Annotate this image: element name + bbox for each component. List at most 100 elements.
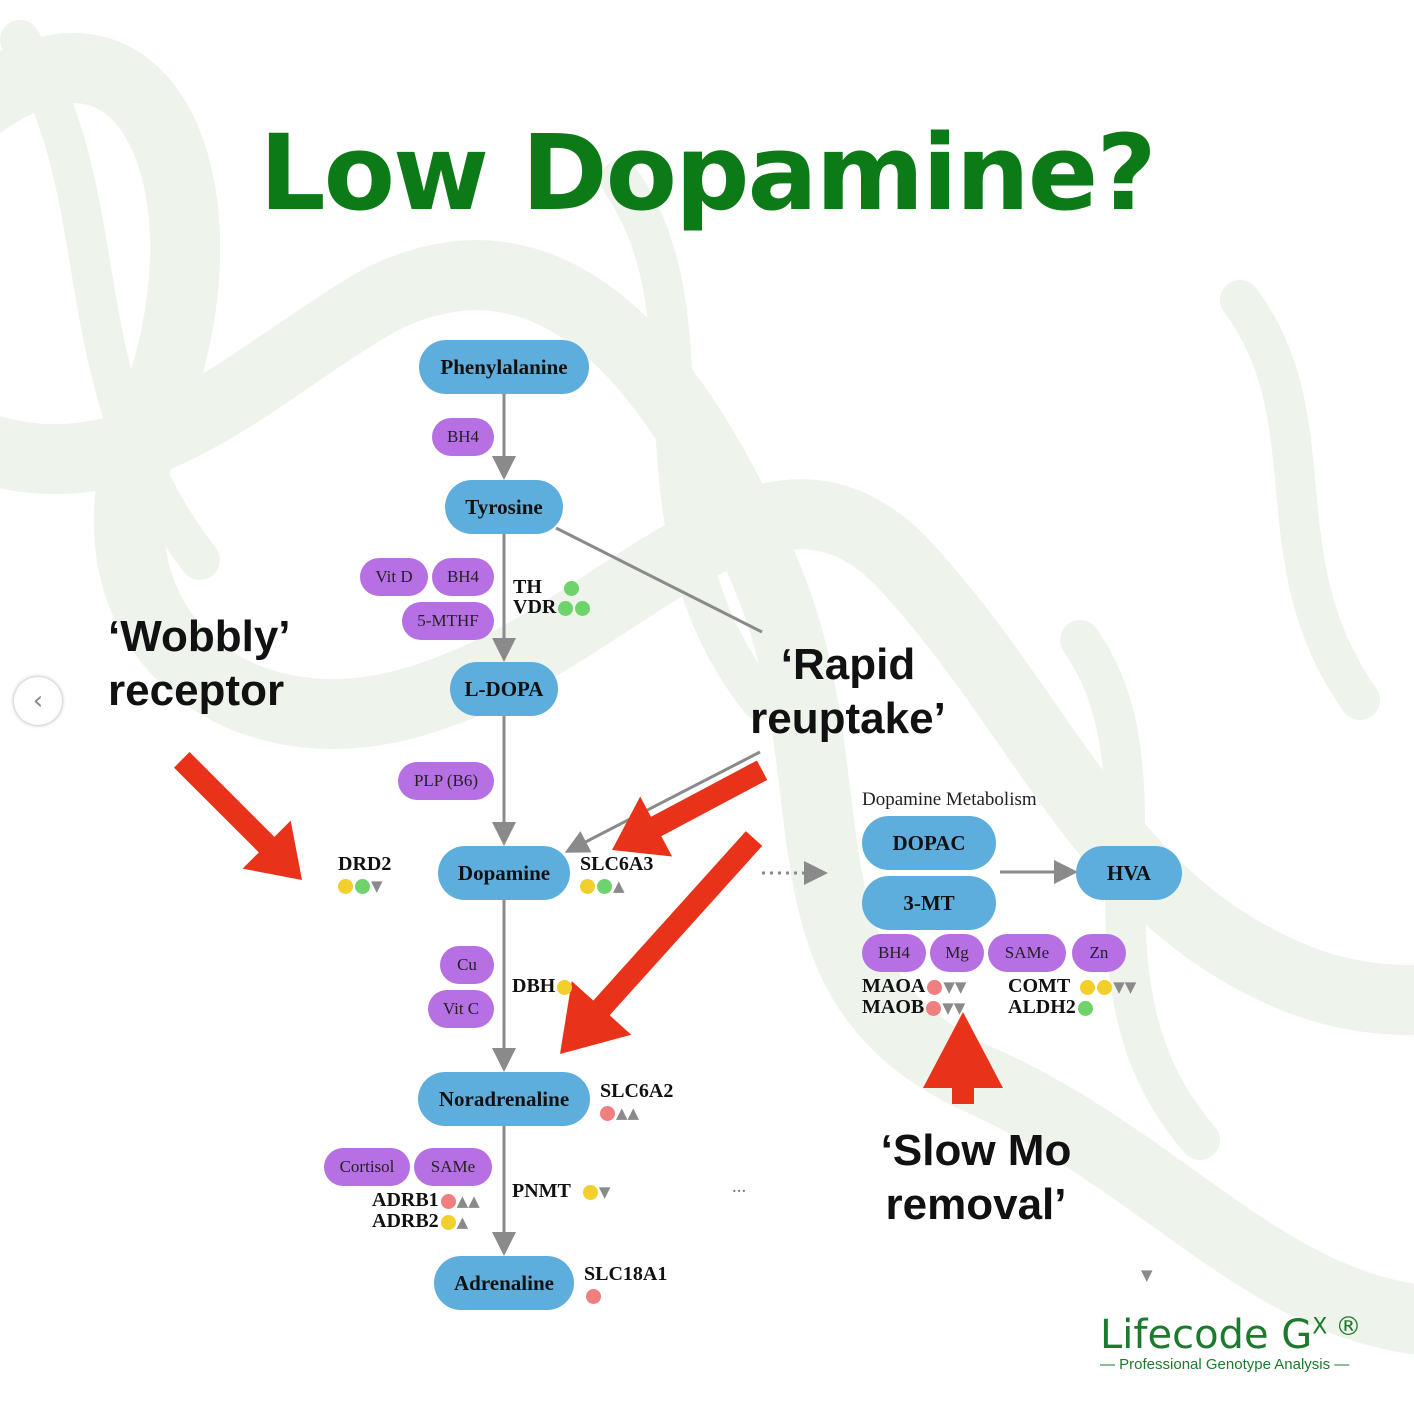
cofactor-5mthf: 5-MTHF (402, 602, 494, 640)
page-title: Low Dopamine? (259, 112, 1156, 234)
callout-line: ‘Wobbly’ (108, 612, 291, 661)
node-hva: HVA (1076, 846, 1182, 900)
gene-label: SLC6A3 (580, 853, 654, 875)
cofactor-same: SAMe (414, 1148, 492, 1186)
triangle-down-icon: ▼▼ (1113, 978, 1137, 997)
node-noradrenaline: Noradrenaline (418, 1072, 590, 1126)
red-dot-marker (927, 979, 943, 995)
red-dot-marker (926, 1000, 942, 1016)
callout-line: ‘Slow Mo (880, 1126, 1072, 1175)
ellipsis-text: ... (732, 1176, 747, 1197)
cofactor-same: SAMe (988, 934, 1066, 972)
triangle-up-icon: ▲▲ (616, 1104, 640, 1123)
cofactor-vitc: Vit C (428, 990, 494, 1028)
gene-label: ALDH2 (1008, 996, 1076, 1018)
cofactor-zn: Zn (1072, 934, 1126, 972)
triangle-down-icon: ▼ (598, 1183, 611, 1202)
gene-drd2-markers: ▼ (336, 875, 383, 896)
cofactor-bh4: BH4 (432, 558, 494, 596)
gene-label: MAOA (862, 975, 926, 997)
gene-label: COMT (1008, 975, 1071, 997)
dopamine-metabolism-label: Dopamine Metabolism (862, 789, 1037, 810)
green-dot-marker (355, 878, 370, 894)
gene-label: DBH (512, 975, 556, 997)
callout-line: reuptake’ (750, 694, 946, 743)
gene-vdr: VDR (513, 596, 591, 618)
callout-wobbly-receptor: ‘Wobbly’ receptor (108, 610, 291, 718)
lifecode-logo: Lifecode GX ® — Professional Genotype Ana… (1100, 1312, 1400, 1373)
gene-slc6a3: SLC6A3 (580, 854, 653, 874)
yellow-dot-marker (582, 1184, 598, 1200)
red-arrow-rapid-1 (612, 760, 768, 857)
yellow-dot-marker (440, 1214, 456, 1230)
gene-slc6a3-markers: ▲ (578, 875, 625, 896)
node-ldopa: L-DOPA (450, 662, 558, 716)
cofactor-cu: Cu (440, 946, 494, 984)
chevron-left-icon: ‹ (32, 686, 44, 716)
yellow-dot-marker (580, 878, 595, 894)
node-dopac: DOPAC (862, 816, 996, 870)
red-dot-marker (586, 1288, 601, 1304)
gene-label: TH (513, 576, 542, 598)
gene-label: DRD2 (338, 853, 392, 875)
gene-maob: MAOB ▼▼ (862, 997, 965, 1018)
previous-slide-button[interactable]: ‹ (14, 677, 62, 725)
callout-slow-removal: ‘Slow Mo removal’ (866, 1124, 1086, 1232)
green-dot-marker (558, 600, 574, 616)
gene-maoa: MAOA ▼▼ (862, 976, 966, 997)
gene-drd2: DRD2 (338, 854, 391, 874)
green-dot-marker (1077, 1000, 1093, 1016)
red-arrow-rapid-2 (560, 831, 763, 1054)
triangle-down-icon: ▼▼ (942, 999, 966, 1018)
logo-tagline: — Professional Genotype Analysis — (1100, 1356, 1350, 1373)
callout-rapid-reuptake: ‘Rapid reuptake’ (748, 638, 948, 746)
logo-name-text: Lifecode G (1100, 1312, 1313, 1358)
gene-adrb2: ADRB2 ▲ (372, 1211, 468, 1232)
node-tyrosine: Tyrosine (445, 480, 563, 534)
gene-label: PNMT (512, 1180, 571, 1202)
logo-superscript: X (1312, 1314, 1328, 1340)
red-arrow-slow (923, 1012, 1003, 1104)
gene-comt: COMT ▼▼ (1008, 976, 1136, 997)
yellow-dot-marker (1097, 979, 1113, 995)
gene-pnmt: PNMT ▼ (512, 1181, 610, 1202)
logo-registered: ® (1335, 1312, 1362, 1342)
red-dot-marker (600, 1105, 615, 1121)
triangle-up-icon: ▲ (613, 877, 625, 896)
callout-line: ‘Rapid (780, 640, 916, 689)
gene-adrb1: ADRB1▲▲ (372, 1190, 480, 1211)
gene-label: MAOB (862, 996, 925, 1018)
yellow-dot-marker (1080, 979, 1096, 995)
yellow-dot-marker (557, 979, 573, 995)
cofactor-bh4: BH4 (862, 934, 926, 972)
cofactor-plp: PLP (B6) (398, 762, 494, 800)
pathway-connectors (492, 394, 1078, 1256)
cofactor-mg: Mg (930, 934, 984, 972)
gene-label: VDR (513, 596, 557, 618)
red-dot-marker (440, 1193, 456, 1209)
cofactor-vitd: Vit D (360, 558, 428, 596)
triangle-down-icon: ▼ (371, 877, 383, 896)
triangle-up-icon: ▲▲ (456, 1192, 480, 1211)
callout-line: receptor (108, 666, 285, 715)
green-dot-marker (563, 580, 579, 596)
triangle-up-icon: ▲ (456, 1213, 469, 1232)
green-dot-marker (597, 878, 612, 894)
cofactor-bh4: BH4 (432, 418, 494, 456)
triangle-down-icon: ▼ (1141, 1266, 1153, 1284)
triangle-down-icon: ▼▼ (943, 978, 967, 997)
gene-label: SLC6A2 (600, 1080, 674, 1102)
node-adrenaline: Adrenaline (434, 1256, 574, 1310)
gene-label: ADRB2 (372, 1210, 439, 1232)
red-arrow-wobbly (174, 752, 302, 880)
gene-slc6a2-markers: ▲▲ (598, 1102, 639, 1123)
gene-slc18a1: SLC18A1 (584, 1264, 667, 1284)
gene-slc18a1-markers (584, 1285, 601, 1305)
gene-label: SLC18A1 (584, 1263, 668, 1285)
gene-slc6a2: SLC6A2 (600, 1081, 673, 1101)
gene-aldh2: ALDH2 (1008, 997, 1093, 1017)
red-arrows (174, 752, 1003, 1104)
node-3mt: 3-MT (862, 876, 996, 930)
cofactor-cortisol: Cortisol (324, 1148, 410, 1186)
yellow-dot-marker (338, 878, 353, 894)
